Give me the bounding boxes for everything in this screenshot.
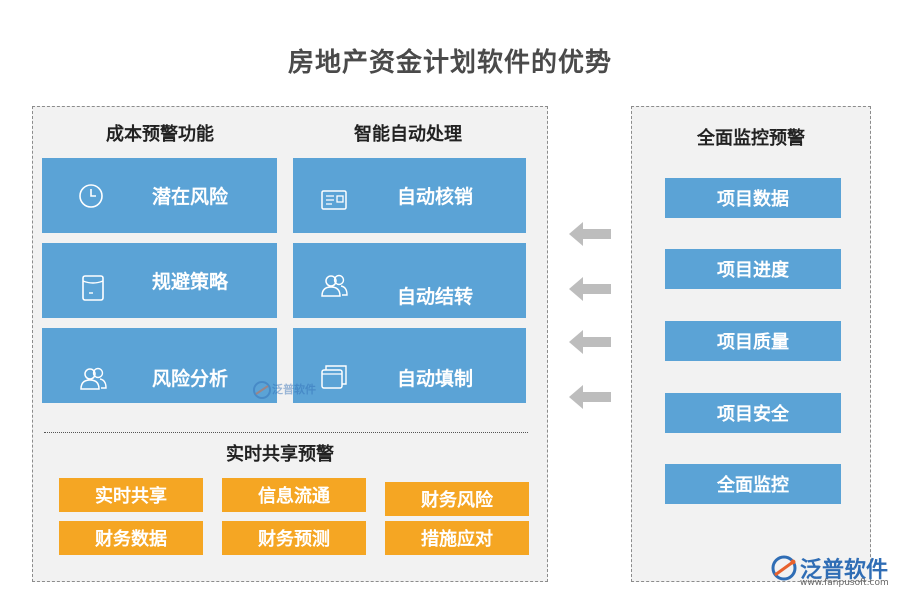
monitoring-item: 项目进度: [665, 249, 841, 289]
clock-icon: [76, 181, 106, 211]
windows-icon: [319, 362, 349, 392]
brand-name: 泛普软件: [800, 558, 889, 583]
document-icon: [78, 273, 108, 303]
monitoring-item: 项目安全: [665, 393, 841, 433]
tile-label: 自动结转: [397, 286, 474, 308]
left-arrow-icon: [569, 222, 611, 246]
tile-label: 规避策略: [152, 271, 229, 293]
cost-warning-tile-risk-analysis: 风险分析: [42, 328, 277, 403]
realtime-sharing-heading: 实时共享预警: [226, 444, 334, 465]
cost-warning-tile-avoidance-strategy: 规避策略: [42, 243, 277, 318]
left-arrow-icon: [569, 385, 611, 409]
monitoring-item: 项目质量: [665, 321, 841, 361]
auto-processing-tile-auto-fill: 自动填制: [293, 328, 526, 403]
left-arrow-icon: [569, 277, 611, 301]
tile-label: 自动核销: [397, 186, 474, 208]
left-arrow-icon: [569, 330, 611, 354]
sharing-item: 财务数据: [59, 521, 203, 555]
full-monitoring-heading: 全面监控预警: [697, 128, 805, 149]
page-title: 房地产资金计划软件的优势: [287, 48, 612, 78]
brand-url: www.fanpusoft.com: [800, 578, 889, 588]
auto-processing-tile-auto-carryover: 自动结转: [293, 243, 526, 318]
sharing-item: 实时共享: [59, 478, 203, 512]
auto-processing-heading: 智能自动处理: [354, 124, 462, 145]
watermark-text: 泛普软件: [272, 383, 316, 396]
brand-logo: 泛普软件 www.fanpusoft.com: [770, 552, 889, 592]
sharing-item: 财务风险: [385, 482, 529, 516]
tile-label: 风险分析: [152, 368, 229, 390]
monitoring-item: 全面监控: [665, 464, 841, 504]
monitoring-item: 项目数据: [665, 178, 841, 218]
brand-logo-icon: [770, 554, 798, 582]
form-icon: [319, 185, 349, 215]
sharing-item: 信息流通: [222, 478, 366, 512]
section-divider: [44, 432, 528, 433]
tile-label: 潜在风险: [152, 186, 229, 208]
watermark-logo: 泛普软件: [252, 378, 322, 402]
cost-warning-heading: 成本预警功能: [106, 124, 214, 145]
sharing-item: 财务预测: [222, 521, 366, 555]
cost-warning-tile-potential-risk: 潜在风险: [42, 158, 277, 233]
sharing-item: 措施应对: [385, 521, 529, 555]
users-icon: [319, 271, 349, 301]
users-icon: [78, 364, 108, 394]
auto-processing-tile-auto-writeoff: 自动核销: [293, 158, 526, 233]
tile-label: 自动填制: [397, 368, 474, 390]
